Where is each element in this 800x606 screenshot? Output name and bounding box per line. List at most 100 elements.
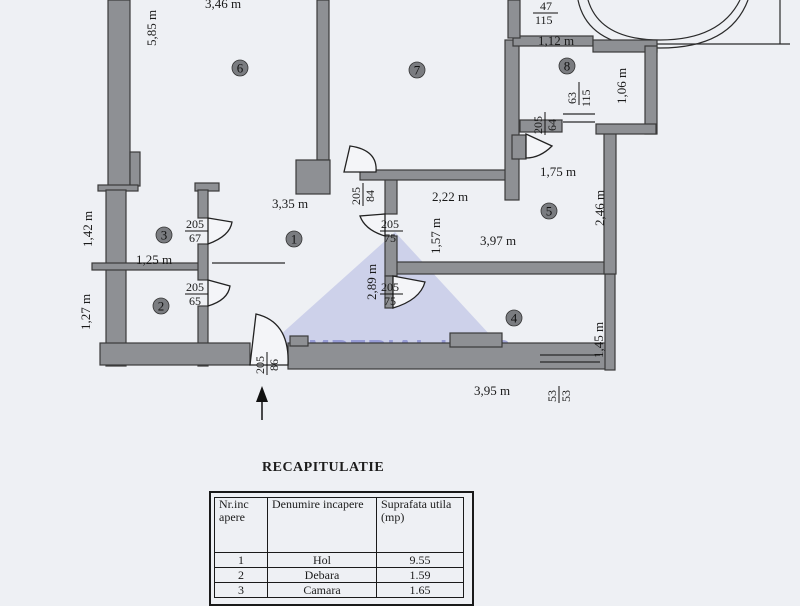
window-mark: 47 bbox=[540, 0, 552, 13]
wall bbox=[105, 189, 127, 367]
dim-label: 2,89 m bbox=[364, 264, 379, 300]
svg-text:2: 2 bbox=[158, 299, 165, 314]
table-row: 1 Hol 9.55 bbox=[214, 552, 464, 568]
svg-text:5: 5 bbox=[546, 204, 553, 219]
svg-text:86: 86 bbox=[267, 359, 281, 371]
dim-label: 2,46 m bbox=[592, 190, 607, 226]
svg-text:6: 6 bbox=[237, 61, 244, 76]
dim-label: 3,35 m bbox=[272, 196, 308, 211]
svg-text:84: 84 bbox=[363, 190, 377, 202]
door-mark: 67 bbox=[189, 231, 201, 245]
table-row: 2 Debara 1.59 bbox=[214, 567, 464, 583]
cell-name: Camara bbox=[267, 582, 377, 598]
dim-label: 1,06 m bbox=[614, 68, 629, 104]
wall bbox=[595, 123, 657, 135]
cell-nr: 1 bbox=[214, 552, 268, 568]
wall bbox=[316, 0, 330, 161]
dim-label: 1,45 m bbox=[591, 322, 606, 358]
wall bbox=[197, 189, 209, 219]
door-mark-rotated: 205 64 bbox=[531, 112, 559, 135]
dim-label: 1,27 m bbox=[78, 294, 93, 330]
svg-text:205: 205 bbox=[531, 116, 545, 134]
wall bbox=[129, 151, 141, 187]
door-mark-rotated: 205 84 bbox=[349, 183, 377, 206]
door-hall-b bbox=[392, 275, 426, 309]
wall bbox=[504, 39, 520, 201]
wall bbox=[107, 0, 131, 189]
dim-label: 2,22 m bbox=[432, 189, 468, 204]
cell-area: 1.59 bbox=[376, 567, 464, 583]
door-mark: 205 bbox=[381, 280, 399, 294]
column-header-nr: Nr.inc apere bbox=[214, 497, 268, 553]
door-mark: 205 bbox=[186, 280, 204, 294]
door-room3 bbox=[207, 217, 233, 245]
round-fixture-outer bbox=[577, 0, 749, 49]
svg-text:4: 4 bbox=[511, 311, 518, 326]
door-hall-a bbox=[359, 213, 386, 237]
wall bbox=[289, 335, 309, 347]
svg-text:3: 3 bbox=[161, 228, 168, 243]
door-room7 bbox=[343, 145, 377, 173]
svg-text:1: 1 bbox=[291, 232, 298, 247]
svg-text:8: 8 bbox=[564, 59, 571, 74]
cell-name: Hol bbox=[267, 552, 377, 568]
dim-label: 1,42 m bbox=[80, 211, 95, 247]
table-row: 3 Camara 1.65 bbox=[214, 582, 464, 598]
door-mark: 205 bbox=[381, 217, 399, 231]
cell-area: 1.65 bbox=[376, 582, 464, 598]
dim-label: 1,57 m bbox=[428, 218, 443, 254]
dim-label: 1,12 m bbox=[538, 33, 574, 48]
room-6-marker: 6 bbox=[231, 59, 249, 77]
room-1-marker: 1 bbox=[285, 230, 303, 248]
svg-text:7: 7 bbox=[414, 63, 421, 78]
wall bbox=[197, 305, 209, 367]
wall bbox=[359, 169, 511, 181]
recap-title: RECAPITULATIE bbox=[262, 460, 385, 475]
cell-nr: 2 bbox=[214, 567, 268, 583]
room-8-marker: 8 bbox=[558, 57, 576, 75]
door-room8 bbox=[525, 132, 554, 159]
wall bbox=[519, 119, 563, 133]
cell-name: Debara bbox=[267, 567, 377, 583]
dim-label: 3,95 m bbox=[474, 383, 510, 398]
svg-text:63: 63 bbox=[565, 92, 579, 104]
column-header-name: Denumire incapere bbox=[267, 497, 377, 553]
column-header-area: Suprafata utila (mp) bbox=[376, 497, 464, 553]
door-mark: 75 bbox=[384, 231, 396, 245]
cell-area: 9.55 bbox=[376, 552, 464, 568]
door-mark: 75 bbox=[384, 294, 396, 308]
entry-arrow-icon bbox=[256, 386, 268, 402]
dim-label: 3,97 m bbox=[480, 233, 516, 248]
cell-nr: 3 bbox=[214, 582, 268, 598]
door-mark-rotated: 205 86 bbox=[253, 352, 281, 375]
svg-text:53: 53 bbox=[545, 390, 559, 402]
round-fixture bbox=[587, 0, 741, 41]
wall bbox=[449, 332, 503, 348]
room-7-marker: 7 bbox=[408, 61, 426, 79]
svg-text:64: 64 bbox=[545, 119, 559, 131]
wall bbox=[604, 269, 616, 371]
door-mark: 205 bbox=[186, 217, 204, 231]
wall bbox=[507, 0, 521, 39]
wall bbox=[511, 134, 527, 160]
table-header-row: Nr.inc apere Denumire incapere Suprafata… bbox=[214, 497, 464, 553]
door-entry bbox=[249, 313, 289, 366]
dim-label: 1,75 m bbox=[540, 164, 576, 179]
dim-label: 3,46 m bbox=[205, 0, 241, 11]
room-5-marker: 5 bbox=[540, 202, 558, 220]
wall bbox=[99, 342, 251, 366]
window-mark-rotated: 53 53 bbox=[545, 386, 573, 403]
wall bbox=[644, 45, 658, 135]
door-mark: 65 bbox=[189, 294, 201, 308]
svg-text:205: 205 bbox=[349, 187, 363, 205]
wall bbox=[387, 261, 615, 275]
door-room2 bbox=[207, 279, 231, 307]
svg-text:115: 115 bbox=[579, 89, 593, 107]
wall bbox=[197, 243, 209, 281]
svg-text:53: 53 bbox=[559, 390, 573, 402]
svg-text:205: 205 bbox=[253, 356, 267, 374]
room-3-marker: 3 bbox=[155, 226, 173, 244]
wall bbox=[384, 175, 398, 215]
dim-label: 1,25 m bbox=[136, 252, 172, 267]
